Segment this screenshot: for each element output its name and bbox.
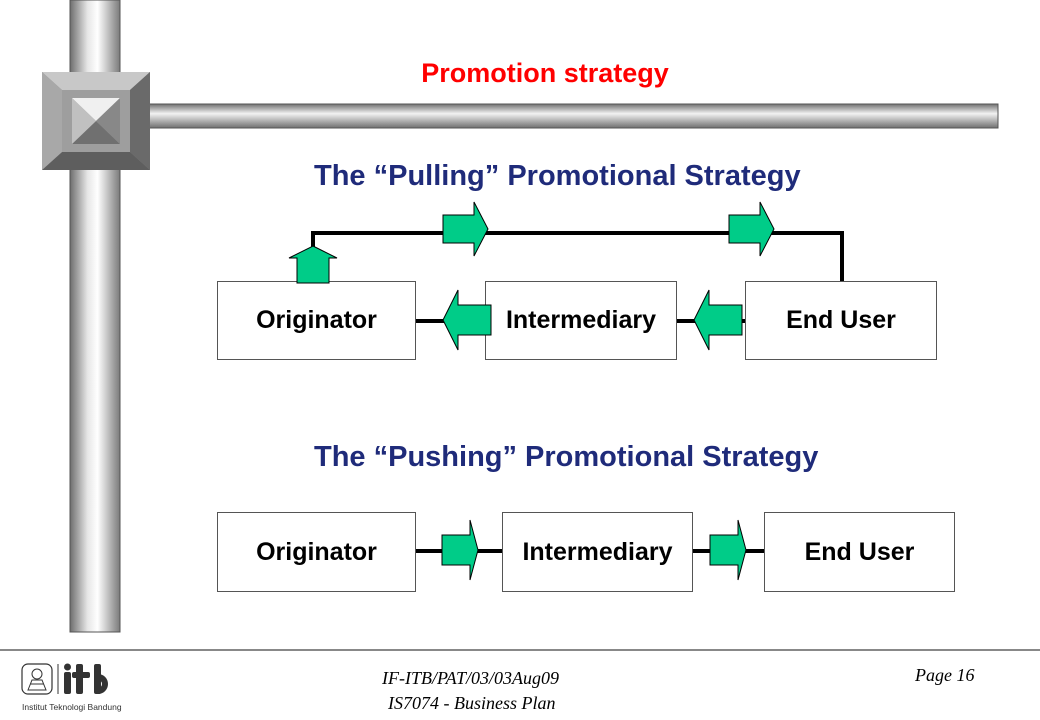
pull-up-arrow <box>288 245 338 284</box>
pulling-end-user-box: End User <box>745 281 937 360</box>
pulling-intermediary-label: Intermediary <box>505 306 657 334</box>
pull-left-arrow-2 <box>693 289 743 351</box>
slide-title: Promotion strategy <box>421 58 669 88</box>
pulling-end-user-label: End User <box>786 306 896 334</box>
pushing-end-user-label: End User <box>804 537 915 566</box>
itb-wordmark-icon <box>64 663 108 694</box>
itb-logo: Institut Teknologi Bandung <box>21 663 122 712</box>
pull-left-arrow-1 <box>442 289 492 351</box>
page-number: Page 16 <box>915 665 975 685</box>
logo-caption: Institut Teknologi Bandung <box>22 702 122 712</box>
pushing-originator-label: Originator <box>256 537 377 566</box>
push-right-arrow-2 <box>709 519 747 581</box>
pushing-originator-box: Originator <box>217 512 416 592</box>
pulling-diagram-title: The “Pulling” Promotional Strategy <box>314 160 801 192</box>
pushing-intermediary-label: Intermediary <box>522 538 673 566</box>
pulling-originator-label: Originator <box>256 306 377 334</box>
pushing-end-user-box: End User <box>764 512 955 592</box>
push-right-arrow-1 <box>441 519 479 581</box>
footer-code: IF-ITB/PAT/03/03Aug09 <box>382 668 559 688</box>
pulling-originator-box: Originator <box>217 281 416 360</box>
pipe-connector-block <box>42 72 150 170</box>
footer-course: IS7074 - Business Plan <box>388 693 556 713</box>
pull-top-right-arrow-1 <box>442 201 489 257</box>
pull-top-right-arrow-2 <box>728 201 775 257</box>
pulling-intermediary-box: Intermediary <box>485 281 677 360</box>
pushing-intermediary-box: Intermediary <box>502 512 693 592</box>
horizontal-pipe <box>145 103 999 129</box>
pushing-diagram-title: The “Pushing” Promotional Strategy <box>314 441 819 473</box>
itb-crest-icon <box>21 663 53 695</box>
pulling-loop-line <box>311 231 844 281</box>
